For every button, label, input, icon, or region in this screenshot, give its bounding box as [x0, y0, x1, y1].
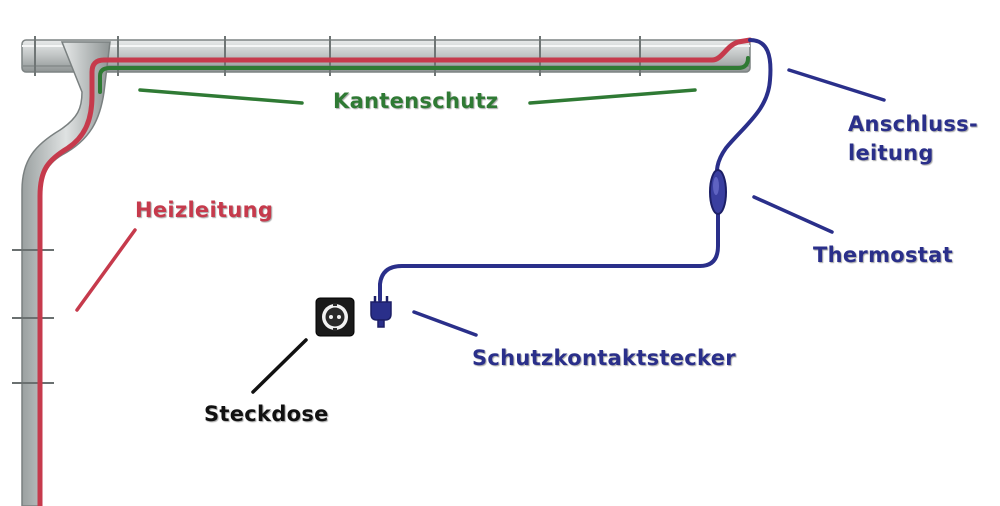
leader-steckdose	[251, 338, 308, 394]
leader-heizleitung	[75, 228, 137, 312]
downpipe	[12, 41, 111, 506]
leader-schutzkontaktstecker	[412, 310, 478, 337]
label-heizleitung: Heizleitung	[135, 198, 273, 222]
label-anschlussleitung-line1: Anschluss-	[848, 112, 978, 136]
leader-lines	[75, 68, 886, 394]
leader-anschlussleitung	[787, 68, 886, 102]
plug-icon	[370, 296, 392, 328]
supply-cable	[378, 38, 773, 302]
label-steckdose: Steckdose	[204, 402, 329, 426]
label-kantenschutz: Kantenschutz	[333, 89, 498, 113]
heating-cable	[37, 37, 753, 506]
label-anschlussleitung-line2: leitung	[848, 141, 934, 165]
edge-protection	[98, 56, 750, 94]
thermostat-icon	[709, 169, 727, 215]
label-schutzkontaktstecker: Schutzkontaktstecker	[472, 346, 736, 370]
leader-thermostat	[752, 195, 834, 234]
leader-kantenschutz-left	[138, 88, 304, 105]
label-thermostat: Thermostat	[813, 243, 953, 267]
socket-icon	[315, 297, 355, 337]
leader-kantenschutz-right	[528, 88, 697, 105]
downpipe-brackets	[12, 249, 54, 384]
